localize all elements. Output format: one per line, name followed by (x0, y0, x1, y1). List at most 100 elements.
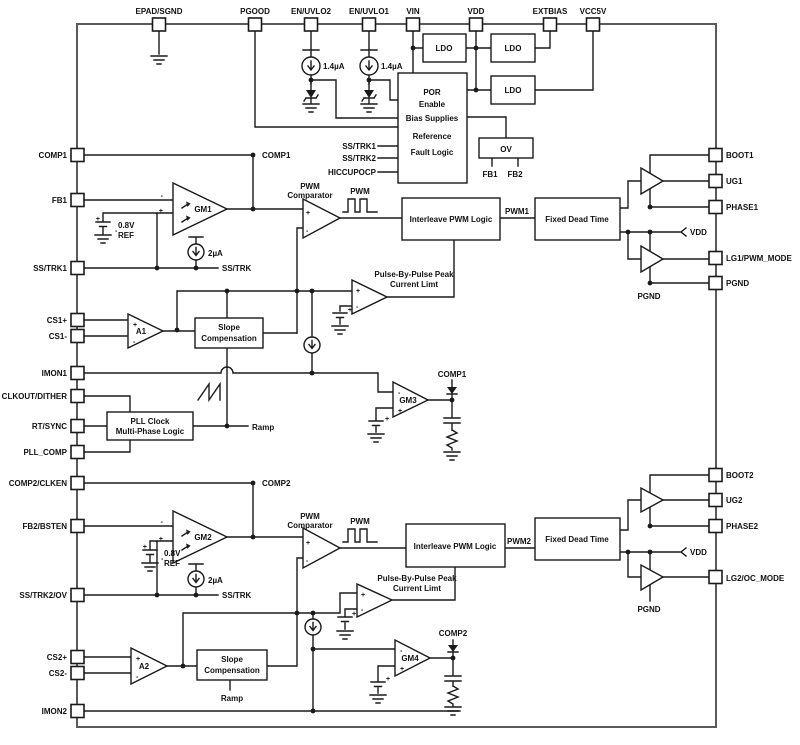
pin-label: CS1- (49, 332, 68, 341)
plus-sign: + (352, 611, 356, 618)
function-blocks (106, 33, 621, 681)
pin-cs1p (70, 312, 85, 328)
slope-compensation1-block (194, 317, 264, 349)
comp1-net-label: COMP1 (262, 151, 291, 160)
fb2-label: FB2 (507, 170, 523, 179)
pin-rt-sync (70, 418, 85, 434)
pin-label: PHASE1 (726, 203, 759, 212)
ramp1-net-label: Ramp (252, 423, 274, 432)
imon2-current-source-icon (304, 618, 322, 636)
a2-amp (130, 646, 169, 686)
pin-label: RT/SYNC (32, 422, 67, 431)
ss2-current-label: 2µA (208, 576, 223, 585)
vdd1-net-label: VDD (690, 228, 707, 237)
slope1-label: Compensation (201, 334, 257, 343)
ov-label: OV (500, 145, 512, 154)
pll-clock-block (106, 411, 194, 441)
ldo3-block (490, 75, 536, 105)
pin-cs2p (70, 649, 85, 665)
minus-sign: - (400, 648, 403, 655)
current-limit2-label: Pulse-By-Pulse Peak (377, 574, 457, 583)
gm4-ref-battery-icon (370, 681, 386, 688)
comp2-rc-ground-icon (444, 706, 462, 716)
por-block (397, 72, 468, 184)
pin-ss-trk1 (70, 260, 85, 276)
ss-trk1-net-label: SS/TRK (222, 264, 252, 273)
gm3-label: GM3 (399, 396, 417, 405)
pin-label: CS2- (49, 669, 68, 678)
slope2-label: Compensation (204, 666, 260, 675)
ref2-ground-icon (141, 562, 159, 572)
pwm-comparator2-label: Comparator (287, 521, 332, 530)
pin-label: IMON2 (42, 707, 68, 716)
fixed-dead-time1-block (534, 197, 621, 241)
pin-label: PHASE2 (726, 522, 759, 531)
current-limit-comparator2 (356, 582, 394, 619)
pin-ug1 (708, 173, 723, 189)
pin-lg1-pwm-mode (708, 250, 723, 266)
ilim1-ground-icon (331, 325, 349, 335)
ov-block (478, 137, 534, 159)
plus-sign: + (143, 544, 147, 551)
plus-sign: + (361, 592, 365, 599)
comp2-net-label: COMP2 (262, 479, 291, 488)
gm3-ground-icon (367, 433, 385, 443)
pin-label: EN/UVLO1 (349, 7, 390, 16)
slope1-label: Slope (218, 323, 240, 332)
plus-sign: + (400, 666, 404, 673)
ldo1-block (422, 33, 467, 63)
pin-label: IMON1 (42, 369, 68, 378)
plus-sign: + (348, 307, 352, 314)
pin-label: SS/TRK2/OV (19, 591, 67, 600)
pin-label: FB2/BSTEN (23, 522, 68, 531)
comp2-clamp-net-label: COMP2 (439, 629, 468, 638)
ldo2-block (490, 33, 536, 63)
pin-label: UG1 (726, 177, 743, 186)
pin-clkout-dither (70, 388, 85, 404)
pin-label: PLL_COMP (23, 448, 67, 457)
plus-sign: + (386, 676, 390, 683)
ref2-label: REF (164, 559, 180, 568)
block-labels: LDO LDO LDO POR Enable Bias Supplies Ref… (116, 44, 609, 675)
vdd2-net-label: VDD (690, 548, 707, 557)
plus-sign: + (133, 322, 137, 329)
pwm1-net-label: PWM1 (505, 207, 530, 216)
pin-label: EXTBIAS (533, 7, 568, 16)
ss1-current-label: 2µA (208, 249, 223, 258)
sawtooth-ramp-icon (197, 381, 221, 403)
ss2-current-source-icon (187, 570, 205, 588)
ss-trk2-net-label: SS/TRK (222, 591, 252, 600)
pin-label: CS2+ (47, 653, 68, 662)
en-uvlo1-ground-icon (360, 103, 378, 113)
pin-cs2n (70, 665, 85, 681)
interleave1-label: Interleave PWM Logic (410, 215, 493, 224)
pin-phase1 (708, 199, 723, 215)
en-uvlo2-current-source-icon (301, 56, 321, 76)
por-input-label: HICCUPOCP (328, 168, 377, 177)
en2-current-label: 1.4µA (323, 62, 345, 71)
por-label-line: Reference (413, 132, 452, 141)
pin-label: BOOT1 (726, 151, 754, 160)
por-label-line: Bias Supplies (406, 114, 459, 123)
interleave-pwm-logic2-block (405, 523, 506, 568)
pin-label: COMP1 (39, 151, 68, 160)
minus-sign: - (306, 228, 309, 235)
plus-sign: + (136, 656, 140, 663)
pin-label: UG2 (726, 496, 743, 505)
pin-fb2-bsten (70, 518, 85, 534)
pin-label: VCC5V (580, 7, 607, 16)
ref2-voltage-label: 0.8V (164, 549, 181, 558)
pin-imon2 (70, 703, 85, 719)
plus-sign: + (385, 416, 389, 423)
current-limit2-label: Current Limt (393, 584, 441, 593)
minus-sign: - (356, 304, 359, 311)
ref1-label: REF (118, 231, 134, 240)
ldo1-label: LDO (436, 44, 453, 53)
a1-amp (127, 312, 165, 350)
comp1-rc-ground-icon (443, 451, 461, 461)
ref1-ground-icon (94, 234, 112, 244)
pin-extbias (542, 17, 558, 32)
slope-compensation2-block (196, 649, 268, 681)
pin-pgood (247, 17, 263, 32)
